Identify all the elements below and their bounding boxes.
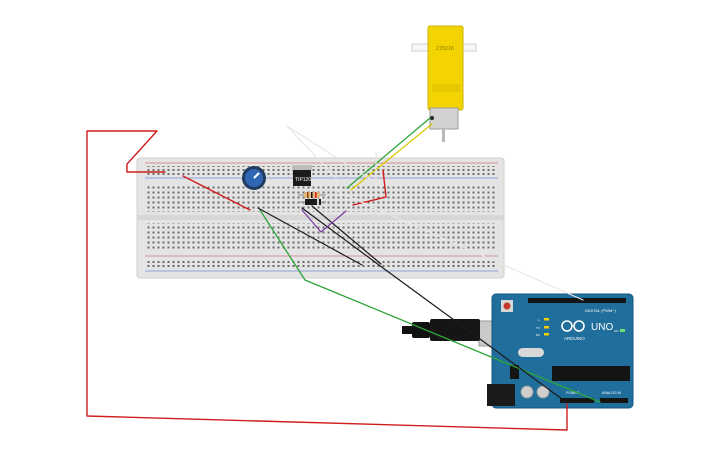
crystal-oscillator: [518, 348, 544, 357]
capacitor-2: [536, 385, 550, 399]
svg-text:L: L: [538, 318, 540, 322]
svg-text:TX: TX: [536, 326, 540, 330]
transistor-label: TIP120: [295, 177, 311, 183]
analog-header-label: ANALOG IN: [602, 391, 622, 395]
power-header[interactable]: [560, 398, 594, 403]
wire-red-pot[interactable]: [182, 175, 251, 211]
power-header-label: POWER: [566, 391, 580, 395]
wire-black-ground-3[interactable]: [311, 205, 382, 265]
wire-green-motor[interactable]: [346, 117, 431, 189]
wire-green-pot-signal[interactable]: [259, 209, 601, 403]
analog-header[interactable]: [600, 398, 628, 403]
wire-red-motor[interactable]: [352, 169, 387, 206]
digital-header[interactable]: [528, 298, 626, 303]
wire-red-power-loop[interactable]: [86, 130, 568, 431]
resistor[interactable]: [298, 192, 326, 198]
wire-yellow-motor[interactable]: [350, 123, 433, 191]
transistor-tip120[interactable]: TIP120: [292, 165, 312, 186]
voltage-regulator: [510, 365, 519, 379]
arduino-logo: [561, 320, 585, 332]
svg-text:RX: RX: [536, 333, 540, 337]
breadboard-center-channel: [137, 215, 504, 220]
status-leds: L TX RX ON: [536, 318, 625, 337]
breadboard[interactable]: [136, 157, 505, 279]
breadboard-bottom-rails[interactable]: [145, 255, 498, 272]
wire-white-2[interactable]: [333, 189, 584, 301]
wires[interactable]: [86, 117, 601, 431]
power-jack[interactable]: [487, 384, 515, 406]
svg-text:ON: ON: [614, 329, 619, 333]
motor-label: 270216: [436, 46, 454, 52]
wire-black-ground-2[interactable]: [301, 207, 567, 403]
diode[interactable]: [300, 199, 326, 205]
arduino-model: UNO: [591, 322, 613, 333]
dc-motor[interactable]: 270216: [411, 25, 477, 142]
wire-purple-jumper[interactable]: [301, 209, 347, 233]
arduino-brand: ARDUINO: [564, 336, 585, 341]
wire-white-1[interactable]: [286, 125, 382, 187]
potentiometer[interactable]: [242, 166, 266, 190]
capacitor-1: [520, 385, 534, 399]
digital-header-label: DIGITAL (PWM~): [585, 308, 617, 313]
wire-black-ground-1[interactable]: [257, 207, 363, 266]
arduino-uno-board[interactable]: DIGITAL (PWM~) ARDUINO UNO L TX RX ON: [478, 293, 634, 409]
atmega-chip: [552, 366, 630, 381]
breadboard-terminal-bottom[interactable]: [145, 223, 495, 249]
